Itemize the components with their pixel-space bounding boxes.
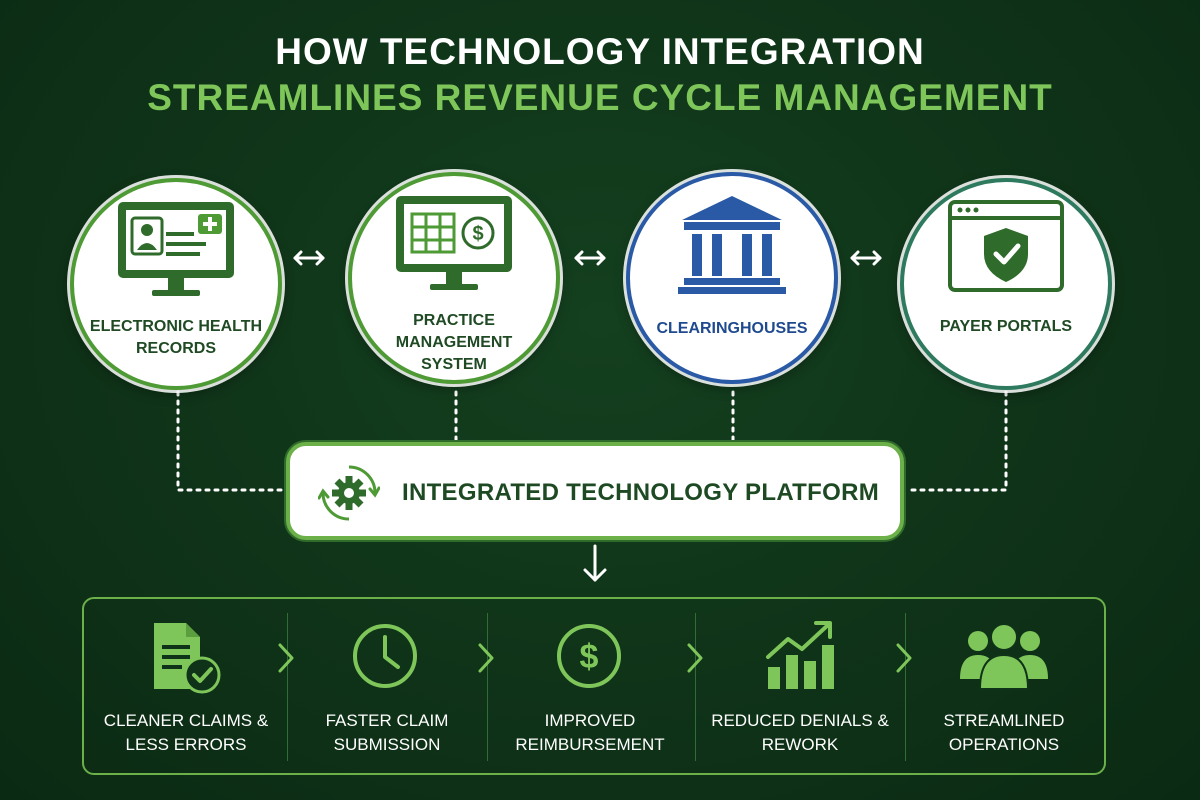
node-payer-portals: PAYER PORTALS bbox=[900, 178, 1112, 390]
title-line-1: HOW TECHNOLOGY INTEGRATION bbox=[275, 31, 925, 72]
platform-label: INTEGRATED TECHNOLOGY PLATFORM bbox=[402, 479, 879, 506]
outcome-label: STREAMLINED OPERATIONS bbox=[943, 711, 1065, 754]
node-label-ehr: ELECTRONIC HEALTH RECORDS bbox=[89, 318, 263, 357]
outcome-label: IMPROVED REIMBURSEMENT bbox=[515, 711, 665, 754]
node-label-payer-portals: PAYER PORTALS bbox=[939, 318, 1073, 335]
bidirectional-arrow-icon bbox=[293, 250, 325, 266]
bidirectional-arrow-icon bbox=[574, 250, 606, 266]
title-line-2: STREAMLINES REVENUE CYCLE MANAGEMENT bbox=[147, 77, 1053, 118]
document-check-icon bbox=[154, 623, 221, 694]
growth-chart-icon bbox=[766, 621, 834, 689]
connector-payer-portals bbox=[906, 390, 1008, 492]
secure-portal-icon bbox=[948, 200, 1064, 292]
svg-text:$: $ bbox=[472, 223, 483, 245]
divider bbox=[905, 613, 906, 761]
node-label-pms: PRACTICE MANAGEMENT SYSTEM bbox=[395, 312, 513, 373]
divider bbox=[695, 613, 696, 761]
gear-sync-icon bbox=[318, 465, 380, 521]
node-practice-management-system: $ PRACTICE MANAGEMENT SYSTEM bbox=[348, 172, 560, 384]
chevron-right-icon bbox=[687, 643, 703, 673]
chevron-right-icon bbox=[896, 643, 912, 673]
chevron-right-icon bbox=[478, 643, 494, 673]
clock-icon bbox=[353, 624, 417, 688]
down-arrow-icon bbox=[583, 544, 607, 582]
chevron-right-icon bbox=[278, 643, 294, 673]
node-label-clearinghouses: CLEARINGHOUSES bbox=[656, 320, 808, 337]
outcome-label: REDUCED DENIALS & REWORK bbox=[711, 711, 889, 754]
billing-monitor-icon: $ bbox=[396, 196, 512, 290]
outcomes-panel: CLEANER CLAIMS & LESS ERRORS FASTER CLAI… bbox=[82, 597, 1106, 775]
node-electronic-health-records: ELECTRONIC HEALTH RECORDS bbox=[70, 178, 282, 390]
svg-text:$: $ bbox=[580, 638, 599, 676]
integrated-platform-bar: INTEGRATED TECHNOLOGY PLATFORM bbox=[286, 442, 904, 540]
node-clearinghouses: CLEARINGHOUSES bbox=[626, 172, 838, 384]
title-block: HOW TECHNOLOGY INTEGRATION STREAMLINES R… bbox=[0, 30, 1200, 122]
bank-building-icon bbox=[678, 196, 786, 294]
connector-ehr bbox=[176, 390, 284, 492]
dollar-circle-icon: $ bbox=[557, 624, 621, 688]
outcome-label: CLEANER CLAIMS & LESS ERRORS bbox=[103, 711, 269, 754]
bidirectional-arrow-icon bbox=[850, 250, 882, 266]
outcome-label: FASTER CLAIM SUBMISSION bbox=[325, 711, 449, 754]
divider bbox=[487, 613, 488, 761]
divider bbox=[287, 613, 288, 761]
team-icon bbox=[960, 623, 1048, 690]
ehr-monitor-icon bbox=[118, 202, 234, 296]
